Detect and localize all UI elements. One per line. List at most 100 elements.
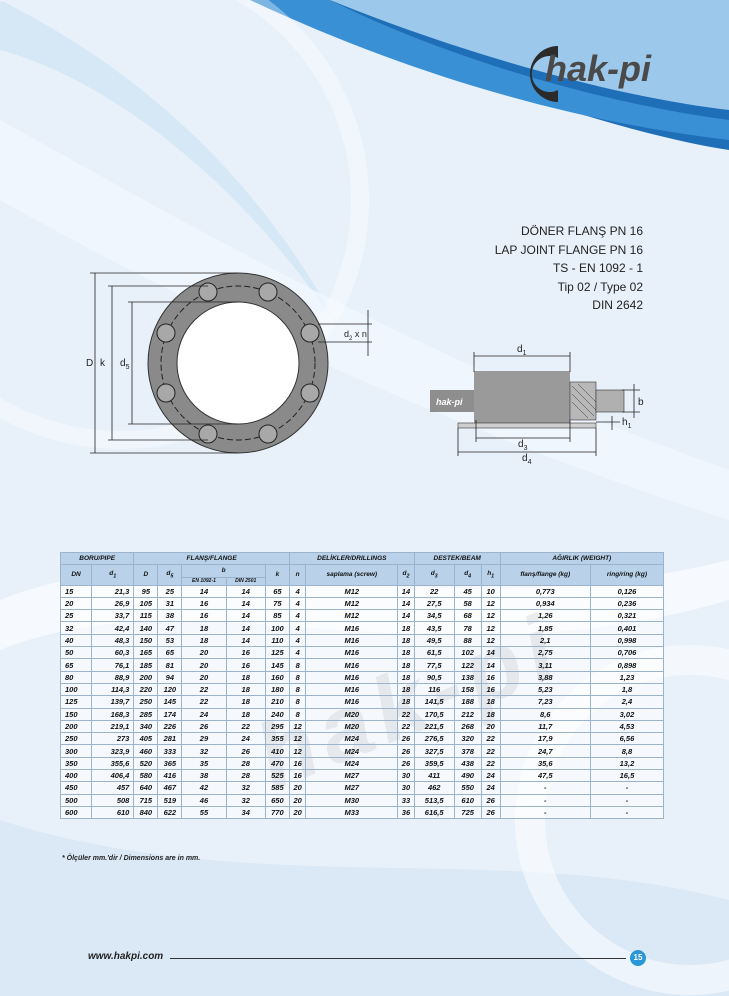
- table-cell: 3,88: [499, 670, 591, 684]
- table-cell: 4: [288, 596, 307, 611]
- table-cell: 14: [480, 646, 501, 660]
- table-cell: 378: [453, 744, 482, 758]
- logo-text: hak-pi: [545, 48, 652, 89]
- table-cell: 18: [397, 682, 415, 697]
- table-cell: 165: [133, 646, 159, 660]
- table-cell: 16,5: [589, 769, 665, 783]
- table-cell: 18: [225, 670, 266, 684]
- table-cell: 10: [480, 584, 501, 598]
- table-cell: 8,8: [589, 744, 665, 758]
- front-view: D k d5 d2 x n: [86, 272, 372, 454]
- table-cell: 5,23: [499, 682, 591, 697]
- table-cell: 17,9: [499, 732, 591, 746]
- table-cell: 0,706: [589, 646, 665, 660]
- table-cell: 622: [157, 805, 183, 820]
- table-cell: 221,5: [413, 719, 455, 734]
- table-cell: 185: [133, 658, 159, 672]
- title-line: Tip 02 / Type 02: [557, 279, 643, 294]
- table-cell: 36: [397, 805, 415, 820]
- table-cell: 49,5: [413, 633, 455, 648]
- table-cell: 168,3: [91, 707, 135, 721]
- col-d5-sub: 5: [170, 573, 174, 580]
- table-cell: 26: [181, 719, 227, 734]
- table-cell: 490: [453, 769, 482, 783]
- table-cell: 365: [157, 756, 183, 771]
- table-cell: 457: [91, 781, 135, 795]
- table-cell: 355: [264, 732, 290, 746]
- table-cell: 340: [133, 719, 159, 734]
- table-cell: 22: [413, 584, 455, 598]
- table-cell: 18: [480, 695, 501, 709]
- table-cell: 34: [225, 805, 266, 820]
- col-d3-base: d: [430, 570, 435, 578]
- title-line: TS - EN 1092 - 1: [552, 261, 643, 275]
- table-cell: 210: [264, 695, 290, 709]
- table-cell: 2,1: [499, 633, 591, 648]
- table-cell: 18: [181, 621, 227, 635]
- table-cell: 220: [133, 682, 159, 697]
- group-header-weight: AĞIRLIK (WEIGHT): [499, 551, 665, 566]
- table-cell: M16: [305, 695, 399, 709]
- table-cell: 105: [133, 596, 159, 611]
- table-cell: 102: [453, 646, 482, 660]
- table-cell: 300: [59, 744, 93, 758]
- table-cell: 0,773: [499, 584, 591, 598]
- table-cell: 88,9: [91, 670, 135, 684]
- table-cell: 333: [157, 744, 183, 758]
- dim-h1-base: h: [622, 417, 628, 428]
- dim-d3-sub: 3: [524, 445, 528, 452]
- dim-d1-base: d: [517, 344, 523, 355]
- table-cell: 22: [480, 732, 501, 746]
- table-cell: 55: [181, 805, 227, 820]
- dim-d2-rest: x n: [352, 329, 367, 339]
- table-cell: 140: [133, 621, 159, 635]
- table-cell: 16: [480, 670, 501, 684]
- table-cell: 715: [133, 793, 159, 807]
- table-cell: 65: [59, 658, 93, 672]
- table-cell: 14: [480, 658, 501, 672]
- table-cell: 410: [264, 744, 290, 758]
- table-cell: 32: [59, 621, 93, 635]
- table-cell: 94: [157, 670, 183, 684]
- table-cell: -: [499, 805, 591, 820]
- title-line: DÖNER FLANŞ PN 16: [520, 224, 643, 238]
- table-cell: 513,5: [413, 793, 455, 807]
- dim-b: b: [638, 397, 644, 408]
- table-cell: 32: [225, 781, 266, 795]
- table-cell: 50: [59, 646, 93, 660]
- col-d1-sub: 1: [113, 573, 117, 580]
- table-cell: M16: [305, 633, 399, 648]
- table-cell: 8: [288, 682, 307, 697]
- table-cell: 0,321: [589, 609, 665, 623]
- table-cell: 520: [133, 756, 159, 771]
- table-cell: 145: [157, 695, 183, 709]
- table-cell: 1,23: [589, 670, 665, 684]
- table-cell: 250: [59, 732, 93, 746]
- table-cell: -: [499, 781, 591, 795]
- table-cell: 22: [480, 756, 501, 771]
- section-view: d1 d3 d4 b h1 hak-pi: [430, 344, 644, 466]
- table-cell: 20: [181, 658, 227, 672]
- table-cell: 18: [397, 658, 415, 672]
- col-screw: saplama (screw): [305, 564, 399, 586]
- table-cell: 24: [225, 732, 266, 746]
- table-cell: 250: [133, 695, 159, 709]
- table-cell: 585: [264, 781, 290, 795]
- table-cell: 8,6: [499, 707, 591, 721]
- table-cell: 33: [397, 793, 415, 807]
- table-cell: 48,3: [91, 633, 135, 648]
- table-cell: 525: [264, 769, 290, 783]
- website-url: www.hakpi.com: [88, 951, 164, 962]
- table-cell: 110: [264, 633, 290, 648]
- table-cell: 145: [264, 658, 290, 672]
- col-d1: d1: [91, 564, 135, 586]
- group-header-beam: DESTEK/BEAM: [413, 551, 501, 566]
- dim-d4-base: d: [522, 453, 528, 464]
- dim-d2-base: d: [344, 329, 349, 339]
